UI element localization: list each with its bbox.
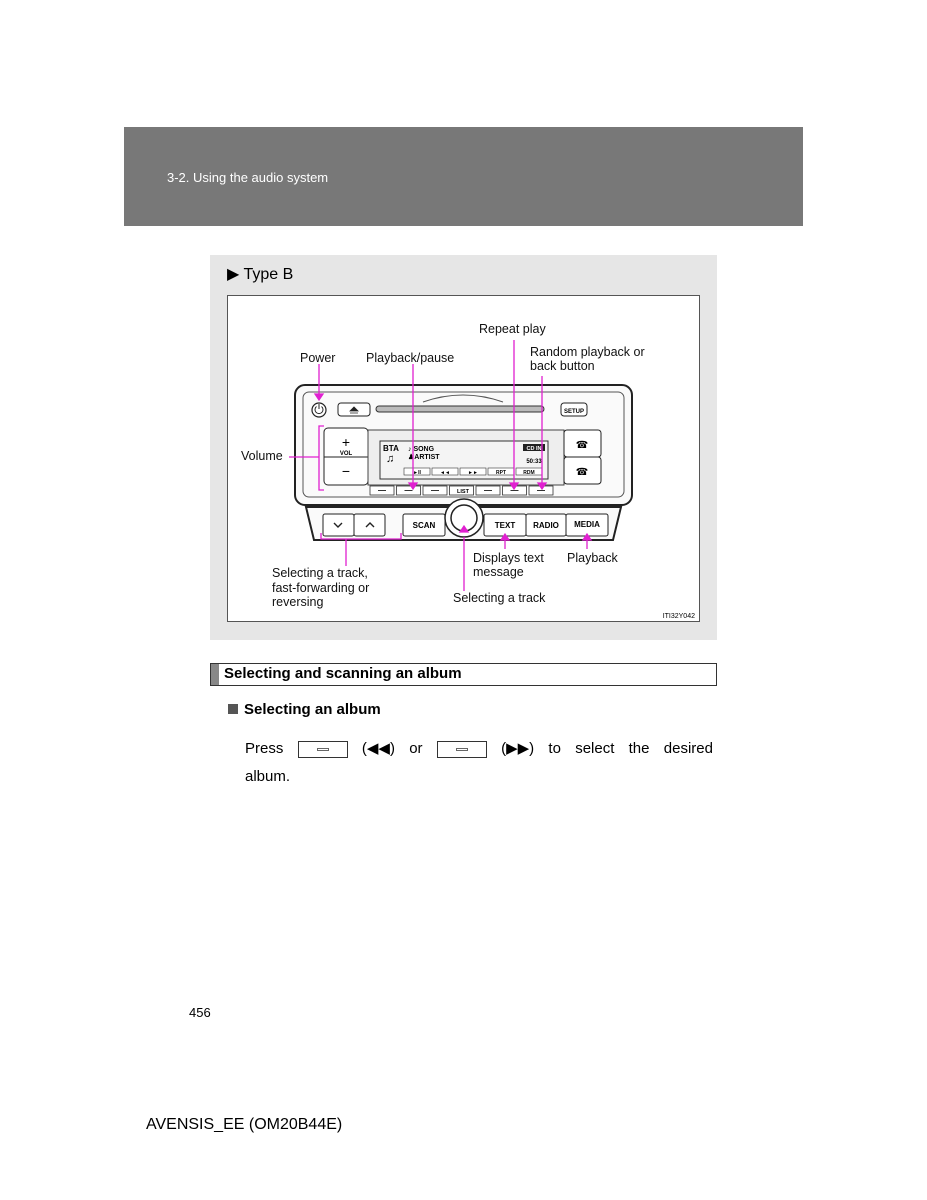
media-label: MEDIA <box>574 520 600 529</box>
volume-minus: − <box>342 463 350 479</box>
word-desired: desired <box>663 740 713 757</box>
scan-label: SCAN <box>413 521 436 530</box>
seek-up-button[interactable] <box>353 513 386 537</box>
label-displays-1: Displays text <box>473 551 544 565</box>
label-random-1: Random playback or <box>530 345 645 359</box>
display-soft-key-label: ◄◄ <box>440 470 450 476</box>
display-soft-key-label: RDM <box>523 470 534 476</box>
power-icon <box>314 404 324 415</box>
instruction-line-2: album. <box>245 768 291 785</box>
list-button[interactable] <box>449 485 474 496</box>
text-label: TEXT <box>495 521 516 530</box>
display-time: 50:33 <box>526 459 542 465</box>
display-cd-in: CD IN <box>527 446 542 452</box>
display-soft-key-frame <box>431 467 459 476</box>
label-random-2: back button <box>530 359 595 373</box>
power-button[interactable] <box>311 402 327 418</box>
callout-playback-arrow <box>407 482 419 491</box>
callout-lines <box>289 340 593 591</box>
volume-vol-label: VOL <box>340 451 353 457</box>
label-playback-pause: Playback/pause <box>366 351 454 365</box>
word-select: select <box>575 740 615 757</box>
display-bta: BTA <box>383 444 399 453</box>
radio-label: RADIO <box>533 521 559 530</box>
sub-heading-text: Selecting an album <box>244 701 381 718</box>
cd-slot-arc <box>422 394 504 403</box>
word-to: to <box>548 740 561 757</box>
footer-model: AVENSIS_EE (OM20B44E) <box>146 1116 343 1133</box>
audio-unit-diagram: SETUP + VOL − BTA ♪ SONG ♟ARTIST ♫ CD IN… <box>241 322 695 620</box>
display-soft-key-label: ►II <box>413 470 421 476</box>
phone-hangup-icon: ☎ <box>576 467 588 478</box>
seek-down-button[interactable] <box>322 513 355 537</box>
bullet-square-icon <box>228 704 238 714</box>
callout-power-arrow <box>313 393 325 402</box>
label-playback: Playback <box>567 551 618 565</box>
word-next-symbol: (▶▶) <box>501 740 535 757</box>
label-displays-2: message <box>473 565 524 579</box>
label-selecting-2: fast-forwarding or <box>272 581 369 595</box>
label-volume: Volume <box>241 449 283 463</box>
instruction-paragraph: Press (◀◀) or (▶▶) to select the desired… <box>245 735 713 791</box>
display-soft-key-labels: ►II ◄◄ ►► RPT RDM <box>403 467 543 476</box>
cd-in-indicator <box>523 444 545 451</box>
figure-type-label: ▶ Type B <box>227 266 294 283</box>
volume-plus: + <box>342 434 350 450</box>
setup-label: SETUP <box>564 409 584 415</box>
list-label: LIST <box>457 489 470 495</box>
music-note-icon: ♫ <box>386 453 394 465</box>
seek-forward-button-icon <box>436 740 487 758</box>
callout-text-arrow <box>499 532 511 541</box>
word-prev-symbol: (◀◀) <box>361 740 395 757</box>
callout-volume-bracket <box>318 425 324 491</box>
section-heading: Selecting and scanning an album <box>210 663 717 686</box>
display-artist: ♟ARTIST <box>408 453 440 461</box>
chevron-down-icon <box>333 522 343 528</box>
label-selecting-1: Selecting a track, <box>272 566 368 580</box>
word-or: or <box>409 740 423 757</box>
label-selecting-3: reversing <box>272 595 323 609</box>
callout-seek-bracket <box>320 533 402 540</box>
word-the: the <box>628 740 650 757</box>
chevron-up-icon <box>365 522 375 528</box>
word-press: Press <box>245 740 284 757</box>
display-soft-key-frame <box>403 467 431 476</box>
label-selecting-track: Selecting a track <box>453 591 546 605</box>
section-heading-text: Selecting and scanning an album <box>224 665 462 682</box>
label-power: Power <box>300 351 335 365</box>
audio-unit-inner <box>302 391 625 498</box>
instruction-line-1: Press (◀◀) or (▶▶) to select the desired <box>245 735 713 763</box>
callout-knob-arrow <box>458 524 470 533</box>
display-song: ♪ SONG <box>408 446 435 453</box>
scan-button[interactable] <box>402 513 446 537</box>
seek-back-button-icon <box>297 740 348 758</box>
section-title: 3-2. Using the audio system <box>167 170 329 185</box>
callout-media-arrow <box>581 532 593 541</box>
callout-random-arrow <box>536 482 548 491</box>
section-heading-accent <box>211 664 219 685</box>
header-bar: 3-2. Using the audio system <box>124 127 803 226</box>
display-soft-key-label: ►► <box>468 470 478 476</box>
eject-icon <box>349 406 359 414</box>
soft-key-row <box>369 485 554 496</box>
page-number: 456 <box>189 1005 211 1020</box>
phone-pickup-icon: ☎ <box>576 440 588 451</box>
setup-button[interactable] <box>560 402 588 417</box>
cd-slot <box>375 405 545 413</box>
label-repeat-play: Repeat play <box>479 322 546 336</box>
phone-hangup-button[interactable] <box>563 456 602 485</box>
display-soft-key-frame <box>459 467 487 476</box>
callout-repeat-arrow <box>508 482 520 491</box>
figure-panel: ▶ Type B SETUP + VOL − <box>210 255 717 640</box>
figure-code: ITI32Y042 <box>663 613 695 620</box>
display-soft-key-label: RPT <box>496 470 506 476</box>
audio-unit-figure: SETUP + VOL − BTA ♪ SONG ♟ARTIST ♫ CD IN… <box>227 295 700 622</box>
sub-heading: Selecting an album <box>228 701 381 718</box>
